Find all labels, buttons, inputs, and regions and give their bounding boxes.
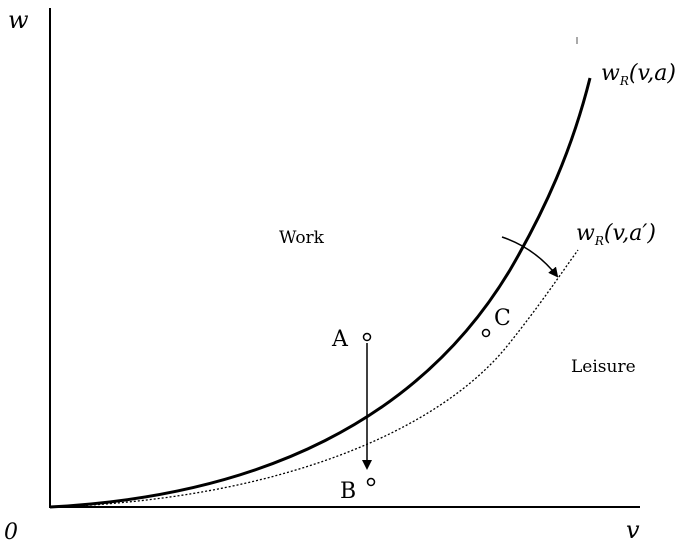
curve-upper-label-args: (v,a) bbox=[629, 61, 676, 86]
curve-lower-label-sub: R bbox=[594, 234, 604, 248]
curve-upper-label-sub: R bbox=[619, 74, 629, 88]
y-axis-label: w bbox=[8, 6, 29, 34]
leisure-region-label: Leisure bbox=[571, 357, 636, 377]
point-c-marker bbox=[481, 328, 491, 338]
curve-lower-label: wR(v,a′) bbox=[576, 221, 656, 248]
x-axis-label: v bbox=[626, 516, 640, 542]
origin-label: 0 bbox=[4, 520, 18, 542]
point-b-label: B bbox=[340, 479, 356, 504]
point-c-label: C bbox=[494, 306, 511, 331]
point-b-marker bbox=[366, 477, 376, 487]
curve-lower-label-args: (v,a′) bbox=[604, 221, 656, 246]
work-region-label: Work bbox=[279, 228, 325, 248]
curve-lower bbox=[49, 249, 579, 508]
point-a-label: A bbox=[331, 327, 349, 352]
point-a-marker bbox=[362, 332, 372, 342]
curve-lower-label-main: w bbox=[576, 221, 595, 246]
curve-upper bbox=[49, 77, 592, 509]
curve-upper-label-main: w bbox=[601, 61, 620, 86]
shift-arrow bbox=[501, 236, 559, 278]
curve-upper-label: wR(v,a) bbox=[601, 61, 676, 88]
